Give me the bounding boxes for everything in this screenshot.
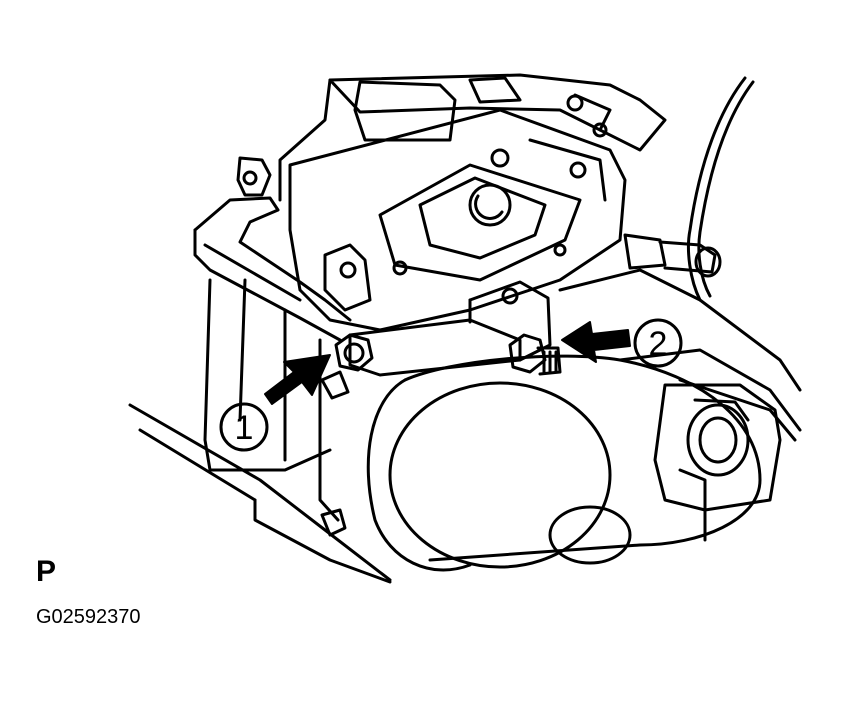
callout-2-circle [633,318,683,368]
callout-2: 2 [649,325,668,363]
cable-connector [623,233,722,278]
view-label: P [36,555,57,588]
callout-1: 1 [235,409,254,447]
stay-bar [348,280,552,377]
bolt-1 [334,333,374,372]
bolt-2 [508,333,562,376]
upper-bracket [323,243,372,312]
figure-code: G02592370 [36,606,141,628]
callout-1-circle [219,402,269,452]
left-bracket [193,156,352,342]
arrow-to-bolt-2 [561,321,631,363]
solenoid-end [653,383,782,542]
casting-block [288,108,627,332]
engine-block-housing [278,73,667,202]
arrow-to-bolt-1 [264,354,331,405]
starter-motor [366,268,802,572]
